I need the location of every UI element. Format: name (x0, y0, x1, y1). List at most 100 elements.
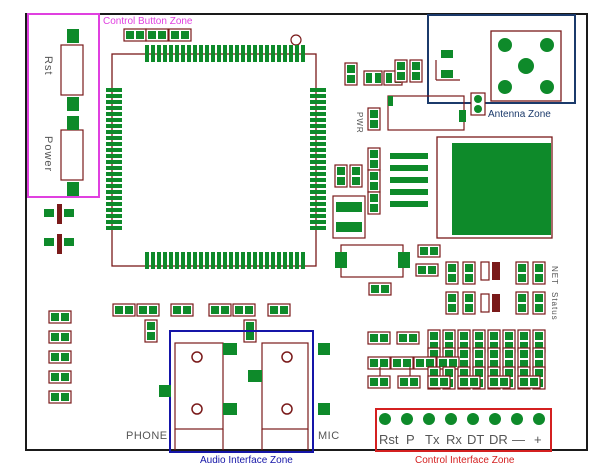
header-pin (401, 413, 413, 425)
top-component-pad (126, 31, 134, 39)
left-component-lead (57, 234, 62, 254)
grid-component-pad (535, 350, 543, 358)
net-component-pad (535, 264, 543, 272)
module-right-pin (310, 208, 326, 212)
status-led-pad (448, 294, 456, 302)
capacitor-pad (352, 177, 360, 185)
cap-pad (430, 247, 438, 255)
ic-pin (390, 153, 428, 159)
regulator-pad (459, 110, 466, 122)
module-right-pin (310, 130, 326, 134)
lower-component-pad (439, 359, 447, 367)
module-right-pin (310, 172, 326, 176)
module-left-pin (106, 166, 122, 170)
module-bottom-pin (259, 252, 263, 269)
module-bottom-pin (205, 252, 209, 269)
grid-component-pad (490, 350, 498, 358)
module-bottom-pin (151, 252, 155, 269)
lower-component-pad (370, 359, 378, 367)
phone-jack-pad (223, 343, 237, 355)
module-top-pin (271, 45, 275, 62)
antenna-connector (490, 30, 562, 102)
mic-jack-hole (281, 403, 293, 415)
net-led-pad (448, 264, 456, 272)
audio-top-component-pad (183, 306, 191, 314)
module-top-pin (253, 45, 257, 62)
control-button-zone-label: Control Button Zone (103, 16, 193, 27)
left-column-component-pad (51, 333, 59, 341)
mid-pad (366, 73, 372, 83)
lower-component-pad (370, 378, 378, 386)
lower-component-pad (490, 378, 498, 386)
regulator-pad (388, 96, 393, 106)
audio-interface-zone-label: Audio Interface Zone (200, 455, 293, 466)
rst-button-pad (67, 97, 79, 111)
power-button-pad (67, 182, 79, 196)
module-left-pin (106, 154, 122, 158)
cap-pad (420, 247, 428, 255)
top-component-pad (148, 31, 156, 39)
module-left-pin (106, 184, 122, 188)
grid-component-pad (430, 332, 438, 340)
column-component-pad (370, 204, 378, 212)
module-top-pin (193, 45, 197, 62)
lower-component-pad (410, 378, 418, 386)
top-component-pad (136, 31, 144, 39)
net-led-pad (448, 274, 456, 282)
grid-component-pad (535, 332, 543, 340)
status-component-pad (518, 294, 526, 302)
module-bottom-pin (301, 252, 305, 269)
left-column-component-pad (51, 353, 59, 361)
left-column-component-pad (51, 393, 59, 401)
large-capacitor-pad (336, 202, 362, 212)
pin-label-power: P (406, 432, 415, 447)
module-top-pin (283, 45, 287, 62)
status-led-pad (448, 304, 456, 312)
pwr-led-pad (370, 110, 378, 118)
antenna-pad (441, 70, 453, 78)
top-component-pad (158, 31, 166, 39)
lower-component-pad (399, 334, 407, 342)
mid-pad (386, 73, 392, 83)
module-right-pin (310, 184, 326, 188)
module-right-pin (310, 124, 326, 128)
module-right-pin (310, 220, 326, 224)
module-right-pin (310, 148, 326, 152)
grid-component-pad (475, 350, 483, 358)
module-left-pin (106, 106, 122, 110)
oscillator-pad (398, 252, 410, 268)
grid-component-pad (460, 350, 468, 358)
module-left-pin (106, 214, 122, 218)
left-column-component-pad (61, 393, 69, 401)
pin-label-rx: Rx (446, 432, 462, 447)
rst-button-pad (67, 29, 79, 43)
grid-component-pad (430, 342, 438, 350)
module-bottom-pin (289, 252, 293, 269)
capacitor-pad (337, 167, 345, 175)
alignment-hole (290, 34, 302, 46)
lower-component-pad (380, 359, 388, 367)
column-component-pad (370, 150, 378, 158)
module-left-pin (106, 160, 122, 164)
power-button-label: Power (42, 136, 54, 173)
grid-component-pad (430, 369, 438, 377)
module-top-pin (151, 45, 155, 62)
grid-component-pad (460, 360, 468, 368)
module-left-pin (106, 190, 122, 194)
capacitor-pad (352, 167, 360, 175)
control-button-zone (27, 13, 100, 198)
module-top-pin (205, 45, 209, 62)
audio-top-component-pad (245, 306, 253, 314)
large-capacitor-pad (336, 222, 362, 232)
header-pin (445, 413, 457, 425)
module-left-pin (106, 118, 122, 122)
module-bottom-pin (187, 252, 191, 269)
module-left-pin (106, 148, 122, 152)
audio-top-component-pad (246, 332, 254, 340)
module-bottom-pin (283, 252, 287, 269)
grid-component-pad (520, 332, 528, 340)
grid-component-pad (475, 369, 483, 377)
module-right-pin (310, 118, 326, 122)
top-component-pad (171, 31, 179, 39)
module-right-pin (310, 94, 326, 98)
